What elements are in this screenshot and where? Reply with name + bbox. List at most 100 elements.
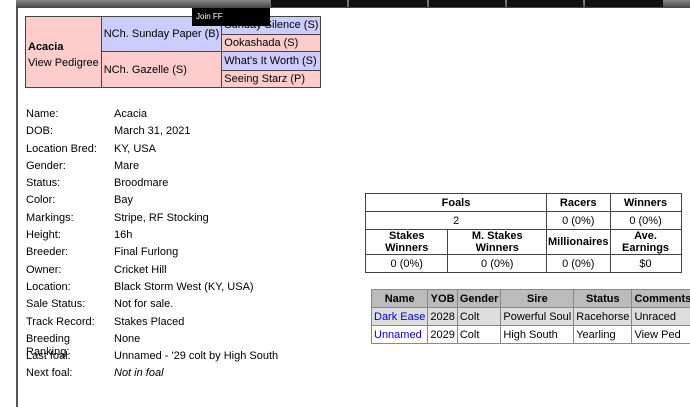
stats-value: 0 (0%) — [546, 211, 611, 230]
column-header: Status — [574, 290, 632, 307]
info-value: Broodmare — [114, 177, 169, 190]
info-label: Color: — [26, 194, 56, 207]
info-value: Unnamed - '29 colt by High South — [114, 350, 279, 363]
foal-yob: 2028 — [428, 308, 457, 325]
info-label: Markings: — [26, 211, 74, 224]
info-value: Cricket Hill — [114, 263, 167, 276]
column-header: Name — [372, 290, 428, 307]
info-value: Not for sale. — [114, 298, 174, 311]
dam-sire-cell[interactable]: What's It Worth (S) — [221, 51, 322, 71]
offspring-stats-table: Foals Racers Winners 2 0 (0%) 0 (0%) Sta… — [364, 193, 682, 273]
info-row: Next foal: Not in foal — [26, 367, 278, 384]
join-ff-menu-item[interactable]: Join FF — [192, 8, 270, 26]
column-header: Comments — [632, 290, 690, 307]
table-row: Unnamed 2029 Colt High South Yearling Vi… — [372, 326, 690, 343]
stats-header: Winners — [609, 193, 682, 212]
column-header: Sire — [501, 290, 574, 307]
info-label: Status: — [26, 177, 61, 190]
stats-value: 0 (0%) — [546, 254, 611, 273]
nav-tab[interactable] — [506, 0, 583, 7]
stats-header: Ave. Earnings — [609, 229, 682, 255]
info-value: Stripe, RF Stocking — [114, 211, 209, 224]
stats-value: 0 (0%) — [364, 254, 449, 273]
info-row: Status: Broodmare — [26, 177, 278, 194]
foal-gender: Colt — [457, 326, 501, 343]
info-row: Breeder: Final Furlong — [26, 246, 278, 263]
foal-name-link[interactable]: Dark Ease — [374, 310, 426, 323]
info-row: Owner: Cricket Hill — [26, 264, 278, 281]
info-label: Owner: — [26, 263, 62, 276]
info-row: Last foal:Unnamed - '29 colt by High Sou… — [26, 350, 278, 367]
info-label: Location Bred: — [26, 142, 97, 155]
pedigree-table: Acacia View Pedigree NCh. Sunday Paper (… — [25, 16, 322, 88]
info-value: Black Storm West (KY, USA) — [114, 280, 254, 293]
dam-dam-cell[interactable]: Seeing Starz (P) — [221, 69, 322, 88]
sire-dam-cell[interactable]: Ookashada (S) — [221, 33, 322, 52]
horse-name: Acacia — [28, 41, 64, 53]
foal-status: Racehorse — [574, 308, 632, 325]
top-nav-bar — [16, 0, 690, 8]
foal-yob: 2029 — [428, 326, 457, 343]
stats-value: 0 (0%) — [447, 254, 547, 273]
info-label: Location: — [26, 280, 71, 293]
nav-tab[interactable] — [428, 0, 505, 7]
info-value: March 31, 2021 — [114, 125, 191, 138]
info-row: Breeding Ranking: None — [26, 332, 278, 358]
foal-comments: View Ped — [632, 326, 690, 343]
info-value: Stakes Placed — [114, 315, 185, 328]
nav-tab[interactable] — [270, 0, 347, 7]
stats-header: Foals — [365, 193, 547, 212]
info-value: KY, USA — [114, 142, 156, 155]
info-value: Final Furlong — [114, 246, 179, 259]
info-value: None — [114, 332, 141, 345]
info-row: Color: Bay — [26, 194, 278, 211]
foal-sire: Powerful Soul — [501, 308, 574, 325]
info-label: Name: — [26, 108, 59, 120]
foals-table: Name YOB Gender Sire Status Comments Dar… — [371, 289, 690, 344]
info-value: Not in foal — [114, 367, 164, 380]
view-pedigree-link[interactable]: View Pedigree — [28, 57, 99, 69]
nav-tab[interactable] — [584, 0, 663, 7]
sire-dam-name[interactable]: Ookashada (S) — [224, 36, 299, 49]
info-row: Height: 16h — [26, 229, 278, 246]
foal-status: Yearling — [574, 326, 632, 343]
dam-name[interactable]: NCh. Gazelle (S) — [103, 63, 187, 76]
foal-gender: Colt — [457, 308, 501, 325]
info-label: Track Record: — [26, 315, 95, 328]
info-label: Next foal: — [26, 367, 73, 380]
info-row: Track Record: Stakes Placed — [26, 316, 278, 333]
info-row: Markings: Stripe, RF Stocking — [26, 212, 278, 229]
foal-sire: High South — [501, 326, 574, 343]
stats-value: 2 — [365, 211, 547, 230]
info-label: DOB: — [26, 125, 53, 138]
left-border — [16, 0, 18, 407]
column-header: Gender — [457, 290, 501, 307]
info-label: Gender: — [26, 159, 66, 172]
info-row: Sale Status:Not for sale. — [26, 298, 278, 315]
info-label: Breeder: — [26, 246, 69, 259]
info-row: Location Bred: KY, USA — [26, 143, 278, 160]
dam-sire-name[interactable]: What's It Worth (S) — [224, 54, 317, 67]
info-value: Acacia — [114, 108, 148, 120]
nav-tab[interactable] — [348, 0, 427, 7]
info-label: Height: — [26, 229, 61, 242]
info-row: DOB: March 31, 2021 — [26, 125, 278, 142]
foal-comments: Unraced — [632, 308, 690, 325]
table-row: Dark Ease 2028 Colt Powerful Soul Raceho… — [372, 308, 690, 325]
stats-header: M. Stakes Winners — [447, 229, 547, 255]
info-value: Mare — [114, 159, 140, 172]
stats-header: Millionaires — [546, 229, 611, 255]
info-label: Breeding Ranking: — [26, 332, 71, 358]
foal-name-link[interactable]: Unnamed — [374, 328, 422, 341]
info-value: 16h — [114, 229, 133, 242]
stats-header: Stakes Winners — [364, 229, 449, 255]
stats-value: $0 — [609, 254, 682, 273]
sire-name[interactable]: NCh. Sunday Paper (B) — [103, 28, 220, 40]
dam-cell[interactable]: NCh. Gazelle (S) — [100, 51, 223, 88]
horse-info-list: Name: Acacia DOB: March 31, 2021 Location … — [26, 108, 278, 385]
stats-header: Racers — [546, 193, 611, 212]
dam-dam-name[interactable]: Seeing Starz (P) — [224, 72, 305, 85]
info-row: Name: Acacia — [26, 108, 278, 125]
info-value: Bay — [114, 194, 133, 207]
stats-value: 0 (0%) — [609, 211, 682, 230]
